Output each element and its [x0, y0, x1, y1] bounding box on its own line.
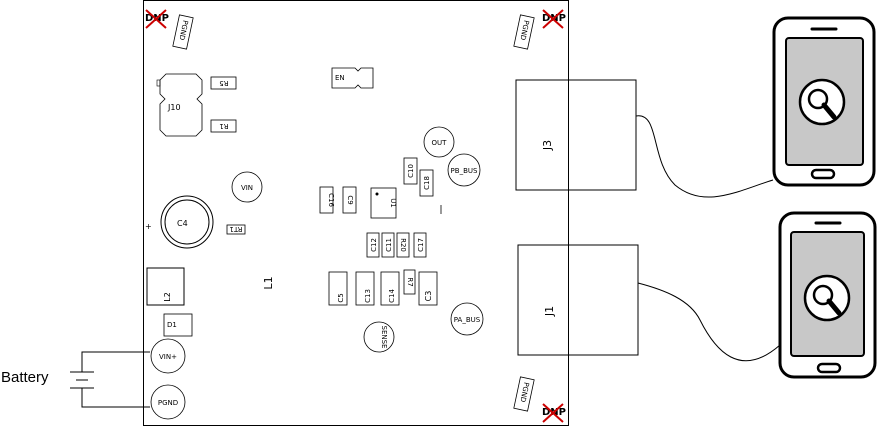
resistor-r7: R7 [403, 269, 416, 295]
svg-text:C4: C4 [177, 219, 188, 228]
svg-text:J1: J1 [543, 306, 556, 317]
cable-j1 [637, 282, 781, 362]
header-j10: J10 [156, 73, 203, 137]
svg-text:RT1: RT1 [229, 225, 242, 233]
svg-text:PA_BUS: PA_BUS [454, 316, 481, 324]
smartphone-icon [772, 16, 876, 187]
svg-text:PGND: PGND [518, 19, 530, 41]
svg-text:R20: R20 [399, 238, 407, 252]
dnp-marker-top-right: DNP [542, 9, 566, 29]
svg-text:+: + [145, 222, 152, 231]
connector-j3: J3 [515, 79, 637, 191]
svg-text:L2: L2 [163, 292, 172, 302]
svg-text:U1: U1 [389, 198, 397, 208]
test-point-vin-plus: VIN+ [150, 338, 186, 374]
magnifier-icon [798, 78, 846, 126]
capacitor-c12: C12 [366, 232, 380, 258]
capacitor-c13: C13 [355, 271, 375, 306]
svg-text:R1: R1 [219, 122, 228, 130]
svg-text:C11: C11 [385, 238, 393, 252]
test-point-en: EN [331, 67, 374, 89]
pgnd-pad-bottom-right: PGND [513, 376, 535, 412]
pgnd-pad-top-right: PGND [513, 14, 535, 50]
svg-text:C18: C18 [423, 176, 431, 190]
test-point-pa-bus: PA_BUS [450, 302, 484, 336]
capacitor-c3: C3 [418, 271, 438, 306]
svg-text:C16: C16 [327, 193, 335, 207]
svg-text:PGND: PGND [158, 399, 178, 407]
magnifier-icon [803, 274, 851, 322]
capacitor-c9: C9 [342, 186, 357, 214]
test-point-pgnd: PGND [150, 384, 186, 420]
diode-d1: D1 [163, 313, 193, 337]
dnp-marker-bottom-right: DNP [542, 403, 566, 423]
svg-text:C12: C12 [370, 238, 378, 252]
resistor-r20: R20 [396, 232, 410, 258]
svg-text:PGND: PGND [177, 19, 189, 41]
inductor-l2: L2 [146, 267, 185, 306]
svg-text:VIN+: VIN+ [159, 353, 177, 361]
svg-text:C13: C13 [364, 289, 372, 303]
svg-text:R5: R5 [219, 79, 228, 87]
svg-text:C14: C14 [388, 289, 396, 303]
svg-text:C5: C5 [337, 293, 345, 302]
svg-text:J10: J10 [167, 103, 181, 112]
svg-text:EN: EN [335, 74, 345, 82]
svg-text:VIN: VIN [241, 184, 253, 192]
test-point-pb-bus: PB_BUS [447, 153, 481, 187]
ic-u1: U1 [370, 187, 397, 219]
capacitor-c16: C16 [319, 186, 335, 214]
svg-text:J3: J3 [541, 140, 554, 151]
thermistor-rt1: RT1 [226, 224, 246, 235]
svg-text:PGND: PGND [518, 381, 530, 403]
capacitor-c18: C18 [419, 169, 434, 197]
battery-label: Battery [1, 369, 49, 386]
capacitor-c10: C10 [403, 157, 418, 185]
svg-text:PB_BUS: PB_BUS [451, 167, 478, 175]
resistor-r1: R1 [210, 119, 237, 133]
svg-text:OUT: OUT [432, 139, 448, 147]
capacitor-c17: C17 [413, 232, 427, 258]
inductor-l1-label: L1 [262, 276, 275, 289]
capacitor-c14: C14 [380, 271, 400, 306]
pcb-outline [143, 0, 569, 426]
smartphone-icon [778, 211, 877, 379]
svg-text:C3: C3 [424, 291, 433, 302]
connector-j1: J1 [517, 244, 639, 356]
svg-text:C10: C10 [407, 164, 415, 178]
svg-text:R7: R7 [406, 277, 414, 286]
test-point-sense: SENSE [363, 321, 395, 353]
battery-icon [70, 351, 150, 408]
capacitor-c5: C5 [328, 271, 348, 306]
svg-text:SENSE: SENSE [380, 326, 388, 349]
svg-text:C17: C17 [417, 238, 425, 252]
test-point-out: OUT [423, 126, 455, 158]
svg-text:D1: D1 [167, 321, 177, 329]
resistor-r5: R5 [210, 76, 237, 90]
dnp-marker-top-left: DNP [145, 9, 169, 29]
pgnd-pad-top-left: PGND [172, 14, 194, 50]
capacitor-c11: C11 [381, 232, 395, 258]
test-point-vin: VIN [231, 171, 263, 203]
svg-text:C9: C9 [346, 195, 354, 204]
capacitor-c4: C4 + [145, 195, 214, 249]
cable-j3 [635, 115, 774, 198]
